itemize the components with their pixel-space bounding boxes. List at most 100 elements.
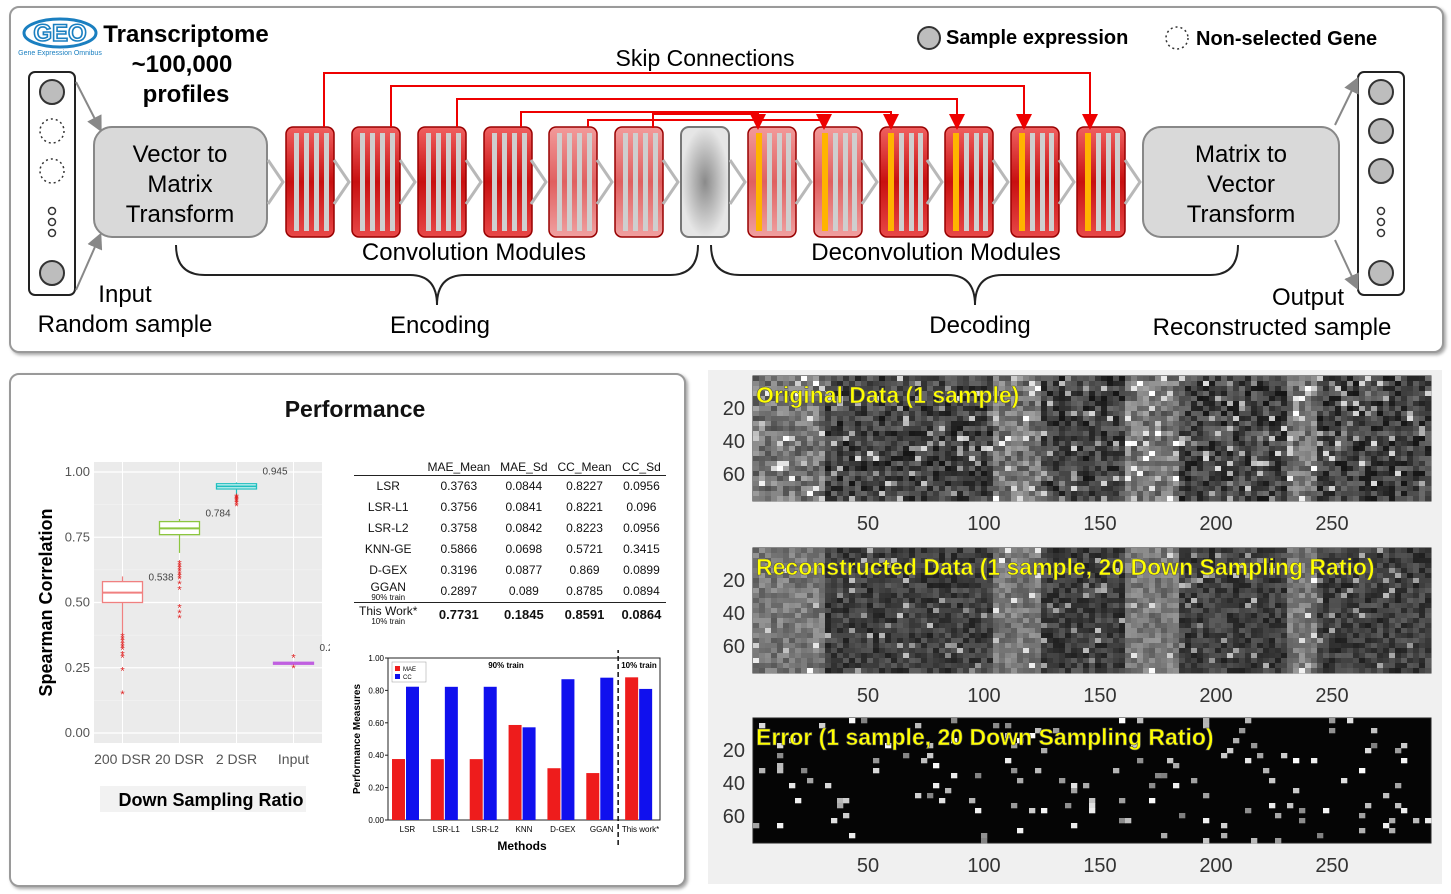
skip-connections — [323, 72, 1098, 130]
conv-modules — [285, 126, 664, 238]
flow-chevron — [1123, 159, 1142, 205]
bar-mae — [508, 724, 522, 820]
value-cell: 0.8223 — [566, 520, 603, 535]
median-label: 0.784 — [206, 508, 231, 519]
value-cell: 0.0864 — [616, 601, 667, 626]
x-axis-label: Methods — [497, 839, 547, 853]
method-cell: LSR-L1 — [367, 500, 409, 515]
random-sample-label: Random sample — [38, 311, 213, 338]
outlier-point: * — [291, 663, 296, 675]
legend-swatch — [395, 674, 400, 679]
non-selected-node — [39, 118, 65, 144]
legend-label: CC — [403, 675, 412, 681]
non-selected-node — [39, 158, 65, 184]
outlier-point: * — [120, 644, 125, 656]
outlier-point: * — [234, 494, 239, 506]
vec-to-mat-line3: Transform — [126, 201, 234, 228]
y-tick-label: 1.00 — [368, 654, 384, 663]
outlier-point: * — [234, 492, 239, 504]
x-axis-label: Down Sampling Ratio — [118, 790, 303, 810]
flow-chevron — [728, 159, 747, 205]
table-header — [354, 458, 423, 476]
input-label: Input — [98, 281, 152, 308]
x-tick-label: 200 — [1199, 513, 1232, 535]
y-tick-label: 0.25 — [65, 660, 90, 675]
outlier-point: * — [177, 571, 182, 583]
x-tick-label: 150 — [1083, 685, 1116, 707]
bar-mae — [625, 677, 639, 820]
flow-chevron — [794, 159, 813, 205]
value-cell: 0.0894 — [623, 583, 660, 598]
outlier-point: * — [120, 652, 125, 664]
decoding-label: Decoding — [929, 312, 1030, 339]
performance-title: Performance — [284, 396, 426, 422]
bar-cc — [522, 727, 536, 820]
method-cell: LSR — [376, 479, 400, 494]
heatmap-title: Error (1 sample, 20 Down Sampling Ratio) — [756, 724, 1214, 750]
svg-text:GEO: GEO — [33, 20, 86, 47]
bar-cc — [483, 686, 497, 820]
median-label: 0.945 — [263, 466, 288, 477]
x-tick-label: 2 DSR — [216, 751, 257, 767]
x-tick-label: KNN — [516, 825, 533, 834]
y-tick-label: 20 — [723, 398, 745, 420]
y-tick-label: 40 — [723, 603, 745, 625]
transcriptome-line1: Transcriptome — [103, 21, 268, 48]
annotation-90: 90% train — [488, 661, 524, 670]
outlier-point: * — [177, 603, 182, 615]
vec-to-mat-line2: Matrix — [147, 171, 212, 198]
legend — [391, 661, 427, 683]
value-cell: 0.096 — [626, 500, 657, 515]
outlier-point: * — [120, 637, 125, 649]
y-tick-label: 0.20 — [368, 784, 384, 793]
value-cell: 0.1845 — [495, 601, 553, 626]
y-tick-label: 0.40 — [368, 751, 384, 760]
architecture-diagram: GEO Gene Expression Omnibus Transcriptom… — [18, 17, 1405, 341]
x-tick-label: 200 — [1199, 685, 1232, 707]
value-cell: 0.8227 — [566, 479, 603, 494]
x-tick-label: 100 — [967, 685, 1000, 707]
spearman-boxplot: 0.000.250.500.751.000.538**********200 D… — [36, 462, 331, 812]
x-tick-label: 150 — [1083, 513, 1116, 535]
flow-chevron — [925, 159, 944, 205]
value-cell: 0.0841 — [505, 500, 543, 515]
x-tick-label: 150 — [1083, 855, 1116, 877]
legend-swatch — [395, 666, 400, 671]
value-cell: 0.3758 — [440, 520, 478, 535]
x-tick-label: 100 — [967, 855, 1000, 877]
outlier-point: * — [177, 566, 182, 578]
decoding-brace — [710, 244, 1239, 306]
heatmap-err: Error (1 sample, 20 Down Sampling Ratio)… — [708, 712, 1442, 884]
vec-to-mat-line1: Vector to — [133, 141, 228, 168]
value-cell: 0.2897 — [440, 583, 478, 598]
encoding-label: Encoding — [390, 312, 490, 339]
outlier-point: * — [177, 608, 182, 620]
legend-nonselected-icon — [1165, 26, 1189, 50]
outlier-point: * — [120, 631, 125, 643]
outlier-point: * — [120, 650, 125, 662]
method-cell: D-GEX — [369, 562, 408, 577]
mat-to-vec-line3: Transform — [1187, 201, 1295, 228]
value-cell: 0.0956 — [623, 520, 660, 535]
x-tick-label: D-GEX — [550, 825, 576, 834]
x-tick-label: Input — [278, 751, 309, 767]
flow-chevron — [860, 159, 879, 205]
y-tick-label: 20 — [723, 740, 745, 762]
y-tick-label: 1.00 — [65, 464, 90, 479]
x-tick-label: 20 DSR — [155, 751, 204, 767]
x-tick-label: 100 — [967, 513, 1000, 535]
median-label: 0.268 — [320, 643, 331, 654]
flow-chevron — [529, 159, 548, 205]
value-cell: 0.5721 — [566, 541, 603, 556]
y-tick-label: 20 — [723, 570, 745, 592]
y-tick-label: 0.60 — [368, 719, 384, 728]
value-cell: 0.3756 — [440, 500, 478, 515]
y-tick-label: 0.80 — [368, 686, 384, 695]
value-cell: 0.869 — [569, 562, 600, 577]
outlier-point: * — [177, 561, 182, 573]
x-tick-label: 50 — [857, 513, 879, 535]
